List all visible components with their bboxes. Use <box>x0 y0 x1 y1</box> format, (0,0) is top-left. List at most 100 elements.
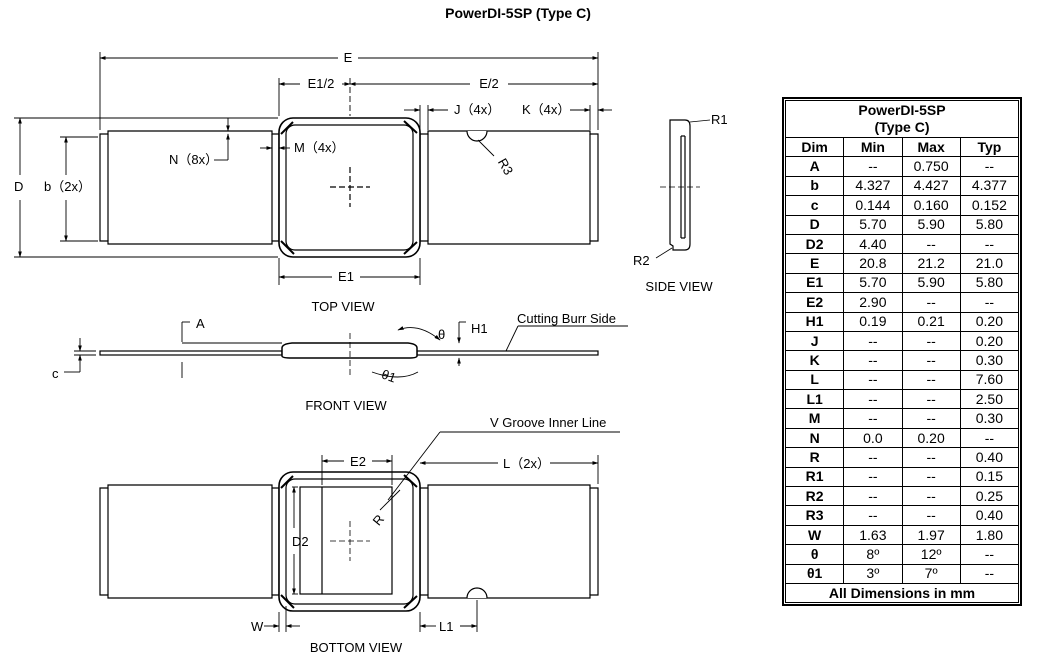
max-cell: -- <box>901 505 961 526</box>
max-cell: 0.750 <box>901 156 961 177</box>
min-cell: 3º <box>843 563 903 584</box>
dim-cell: θ <box>784 544 845 565</box>
dim-H1-label: H1 <box>471 321 488 336</box>
dim-N-label: N（8x） <box>169 152 218 167</box>
min-cell: 0.0 <box>843 427 903 449</box>
table-row: R----0.40 <box>784 447 1020 468</box>
dim-L-label: L（2x） <box>503 456 550 471</box>
header-min: Min <box>843 136 903 158</box>
front-view <box>99 333 599 375</box>
dim-cell: R1 <box>784 466 845 488</box>
min-cell: 5.70 <box>843 214 903 235</box>
header-dim: Dim <box>784 136 845 158</box>
max-cell: 1.97 <box>901 524 961 546</box>
dim-cell: D2 <box>784 233 845 255</box>
dim-M-label: M（4x） <box>294 140 345 155</box>
side-view-labels: R1 R2 SIDE VIEW <box>633 112 728 294</box>
dim-theta-label: θ <box>438 327 445 342</box>
top-view <box>99 117 599 258</box>
typ-cell: 0.15 <box>959 466 1020 488</box>
typ-cell: 5.80 <box>959 272 1020 294</box>
dimension-table: PowerDI-5SP (Type C) Dim Min Max Typ A--… <box>782 97 1022 607</box>
max-cell: -- <box>901 447 961 468</box>
max-cell: -- <box>901 233 961 255</box>
dim-cell: E <box>784 253 845 274</box>
top-view-caption: TOP VIEW <box>311 299 375 314</box>
max-cell: 4.427 <box>901 175 961 197</box>
dim-cell: K <box>784 350 845 371</box>
table-row: M----0.30 <box>784 408 1020 429</box>
min-cell: 2.90 <box>843 292 903 313</box>
typ-cell: 0.20 <box>959 311 1020 332</box>
min-cell: -- <box>843 408 903 429</box>
min-cell: 20.8 <box>843 253 903 274</box>
max-cell: -- <box>901 369 961 391</box>
dim-cell: N <box>784 427 845 449</box>
min-cell: 0.144 <box>843 195 903 216</box>
min-cell: -- <box>843 389 903 410</box>
dim-cell: b <box>784 175 845 197</box>
typ-cell: 0.25 <box>959 486 1020 507</box>
typ-cell: -- <box>959 292 1020 313</box>
dim-R3-label: R3 <box>495 156 516 178</box>
dim-cell: D <box>784 214 845 235</box>
typ-cell: 7.60 <box>959 369 1020 391</box>
bottom-view-labels: V Groove Inner Line E2 L（2x） R D2 W L1 B… <box>251 415 606 655</box>
dim-cell: L <box>784 369 845 391</box>
max-cell: -- <box>901 466 961 488</box>
min-cell: -- <box>843 369 903 391</box>
table-row: J----0.20 <box>784 330 1020 352</box>
min-cell: 4.327 <box>843 175 903 197</box>
drawing-title: PowerDI-5SP (Type C) <box>445 5 591 21</box>
bottom-view-dimensions <box>264 431 620 632</box>
max-cell: -- <box>901 292 961 313</box>
max-cell: -- <box>901 350 961 371</box>
typ-cell: -- <box>959 544 1020 565</box>
min-cell: -- <box>843 466 903 488</box>
typ-cell: 0.40 <box>959 447 1020 468</box>
cutting-burr-side-label: Cutting Burr Side <box>517 311 616 326</box>
dim-K-label: K（4x） <box>522 102 570 117</box>
max-cell: -- <box>901 389 961 410</box>
table-row: R3----0.40 <box>784 505 1020 526</box>
dim-R1-label: R1 <box>711 112 728 127</box>
min-cell: 0.19 <box>843 311 903 332</box>
max-cell: 7º <box>901 563 961 584</box>
max-cell: 0.21 <box>901 311 961 332</box>
typ-cell: 0.20 <box>959 330 1020 352</box>
v-groove-inner-line-label: V Groove Inner Line <box>490 415 606 430</box>
typ-cell: 5.80 <box>959 214 1020 235</box>
front-view-caption: FRONT VIEW <box>305 398 387 413</box>
dim-D2-label: D2 <box>292 534 309 549</box>
front-view-labels: A H1 θ θ1 c Cutting Burr Side FRONT VIEW <box>52 311 616 413</box>
min-cell: -- <box>843 156 903 177</box>
side-view-caption: SIDE VIEW <box>645 279 713 294</box>
min-cell: -- <box>843 330 903 352</box>
typ-cell: 4.377 <box>959 175 1020 197</box>
typ-cell: 2.50 <box>959 389 1020 410</box>
table-row: R1----0.15 <box>784 466 1020 488</box>
typ-cell: 1.80 <box>959 524 1020 546</box>
table-row: K----0.30 <box>784 350 1020 371</box>
typ-cell: 0.40 <box>959 505 1020 526</box>
max-cell: 21.2 <box>901 253 961 274</box>
min-cell: -- <box>843 505 903 526</box>
table-row: L1----2.50 <box>784 389 1020 410</box>
dim-cell: R <box>784 447 845 468</box>
dim-cell: A <box>784 156 845 177</box>
table-title: PowerDI-5SP (Type C) <box>785 100 1019 138</box>
table-title-line1: PowerDI-5SP <box>858 102 946 118</box>
dim-b-label: b（2x） <box>44 179 91 194</box>
dim-E-half-label: E/2 <box>479 76 499 91</box>
typ-cell: -- <box>959 233 1020 255</box>
dim-cell: θ1 <box>784 563 845 584</box>
